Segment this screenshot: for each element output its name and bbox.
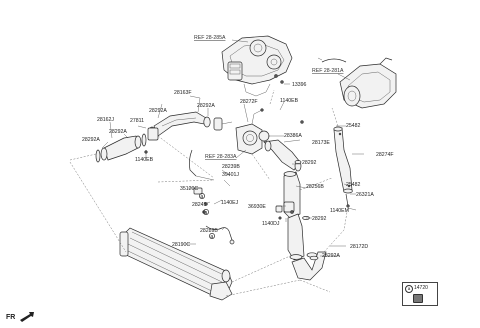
label-28274F: 28274F [376, 152, 394, 158]
label-28292: 28292 [302, 160, 317, 166]
label-1140EJ: 1140EJ [221, 200, 239, 206]
label-28292A-3: 28292A [82, 137, 100, 143]
label-28162J: 28162J [97, 117, 114, 123]
label-25482-1: 25482 [346, 123, 361, 129]
label-27811: 27811 [130, 118, 144, 124]
turbocharger-engine-assembly [221, 35, 293, 97]
label-28256B: 28256B [306, 184, 324, 190]
front-direction-arrow-icon [20, 312, 34, 322]
duct-28163F [148, 111, 233, 138]
label-28172D: 28172D [350, 244, 368, 250]
pipe-28256B [283, 171, 305, 261]
ref-28-283A: REF 28-283A [205, 154, 237, 160]
air-intake-assembly [317, 57, 397, 109]
hose-28162J [95, 127, 159, 163]
callout-a-1: a [200, 194, 203, 200]
hose-28274F [333, 126, 353, 208]
label-1140EB-1: 1140EB [135, 157, 154, 163]
intercooler-28190C [119, 227, 233, 301]
label-28292-2: 28292 [312, 216, 327, 222]
label-35120C: 35120C [180, 186, 198, 192]
callout-a-3: a [210, 234, 213, 240]
label-1140EB-2: 1140EB [280, 98, 299, 104]
callout-a-2: a [204, 210, 207, 216]
label-39401J: 39401J [222, 172, 239, 178]
legend-box: a 14720 [402, 282, 438, 306]
legend-part-number: 14720 [414, 285, 428, 291]
sensor-bracket [188, 149, 235, 245]
label-28173E: 28173E [312, 140, 330, 146]
label-28292A-1: 28292A [149, 108, 167, 114]
label-28245: 28245 [192, 202, 207, 208]
label-26321A: 26321A [356, 192, 374, 198]
callout-a-markers [199, 193, 215, 239]
label-28239B: 28239B [222, 164, 240, 170]
label-1140DJ: 1140DJ [262, 221, 280, 227]
legend-symbol-a: a [405, 285, 413, 293]
leader-lines [101, 39, 364, 257]
ref-28-285A: REF 28-285A [194, 35, 226, 41]
label-28386A: 28386A [284, 133, 302, 139]
ref-28-281A: REF 28-281A [312, 68, 344, 74]
label-13396: 13396 [292, 82, 307, 88]
label-25482-2: 25482 [346, 182, 361, 188]
nut-icon [413, 294, 423, 303]
pipe-28172D [291, 251, 327, 281]
label-28272F: 28272F [240, 99, 258, 105]
label-28292A-4: 28292A [109, 129, 127, 135]
throttle-body [235, 108, 270, 155]
label-28163F: 28163F [174, 90, 192, 96]
label-28289B: 28289B [200, 228, 218, 234]
assembly-lines [69, 89, 349, 297]
label-36930E: 36930E [248, 204, 266, 210]
label-28190C: 28190C [172, 242, 190, 248]
label-28292A-2: 28292A [197, 103, 215, 109]
label-28292A-5: 28292A [322, 253, 340, 259]
part-labels: 28163F 28162J 28292A 28292A 28292A 28292… [82, 35, 394, 259]
label-1140EM: 1140EM [330, 208, 349, 214]
duct-28173E [263, 139, 302, 172]
front-direction-label: FR [6, 314, 16, 321]
sensor-36930E [275, 205, 283, 220]
